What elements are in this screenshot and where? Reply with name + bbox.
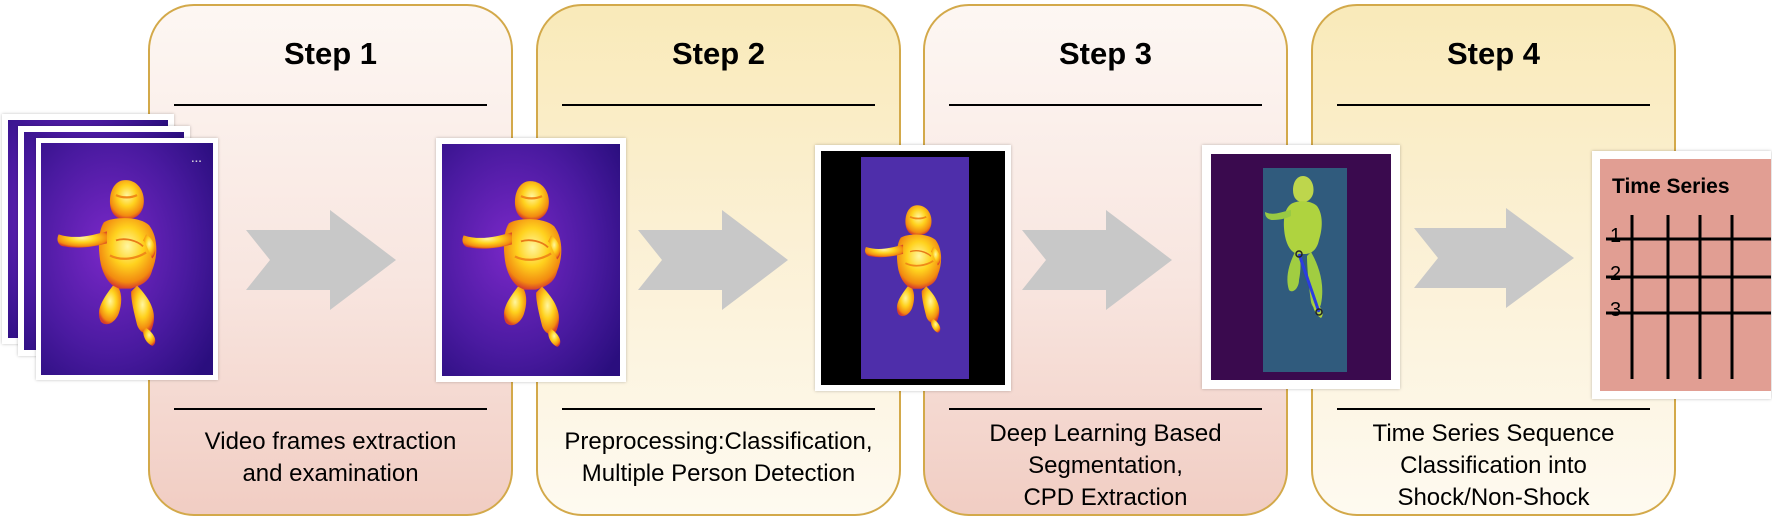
step-1-title: Step 1: [283, 36, 378, 71]
step-2-top-rule: [562, 104, 875, 106]
step-4-title: Step 4: [1446, 36, 1541, 71]
extracted-frame: [436, 138, 626, 382]
right-arrow-icon: [638, 210, 788, 310]
video-frame-stack-front: ▪▪▪: [36, 138, 218, 380]
step-4-top-rule: [1337, 104, 1650, 106]
step-2-caption-line-2: Multiple Person Detection: [581, 460, 856, 487]
cpd-point-bottom: [1315, 308, 1323, 316]
cpd-point-top: [1295, 250, 1303, 258]
step-4-bottom-rule: [1337, 408, 1650, 410]
time-series-row-1: 1: [1610, 225, 1622, 247]
step-1-caption: Video frames extraction and examination: [156, 426, 505, 490]
time-series-grid: Time Series 1 2 3: [1600, 159, 1771, 391]
step-3-caption: Deep Learning Based Segmentation, CPD Ex…: [931, 418, 1280, 514]
step-3-top-rule: [949, 104, 1262, 106]
step-3-caption-line-3: CPD Extraction: [1023, 484, 1188, 511]
grid-lines: [1606, 215, 1771, 379]
step-2-caption: Preprocessing:Classification, Multiple P…: [544, 426, 893, 490]
time-series-panel: Time Series 1 2 3: [1592, 151, 1771, 399]
time-series-title: Time Series: [1612, 175, 1730, 198]
step-3-caption-line-2: Segmentation,: [1028, 452, 1183, 479]
step-4-caption-line-2: Classification into: [1400, 452, 1587, 479]
step-2-caption-line-1: Preprocessing:Classification,: [564, 428, 873, 455]
svg-text:▪▪▪: ▪▪▪: [191, 158, 202, 165]
time-series-row-3: 3: [1610, 299, 1622, 321]
thermal-frame-image: ▪▪▪: [41, 143, 213, 375]
step-3-bottom-rule: [949, 408, 1262, 410]
step-1-bottom-rule: [174, 408, 487, 410]
step-3-caption-line-1: Deep Learning Based: [989, 420, 1222, 447]
thermal-frame-image: [442, 144, 620, 376]
right-arrow-icon: [1022, 210, 1172, 310]
step-2-bottom-rule: [562, 408, 875, 410]
cropped-thermal-image: [821, 151, 1005, 385]
segmentation-image: [1211, 154, 1391, 380]
step-1-caption-line-1: Video frames extraction: [204, 428, 457, 455]
right-arrow-icon: [246, 210, 396, 310]
step-1-top-rule: [174, 104, 487, 106]
segmentation-frame: [1202, 145, 1400, 389]
step-4-caption: Time Series Sequence Classification into…: [1319, 418, 1668, 514]
step-1-caption-line-2: and examination: [242, 460, 419, 487]
step-4-caption-line-3: Shock/Non-Shock: [1397, 484, 1590, 511]
preprocessed-frame: [815, 145, 1011, 391]
step-2-title: Step 2: [671, 36, 766, 71]
step-3-title: Step 3: [1058, 36, 1153, 71]
right-arrow-icon: [1414, 208, 1574, 308]
time-series-row-2: 2: [1610, 263, 1622, 285]
step-4-caption-line-1: Time Series Sequence: [1372, 420, 1615, 447]
